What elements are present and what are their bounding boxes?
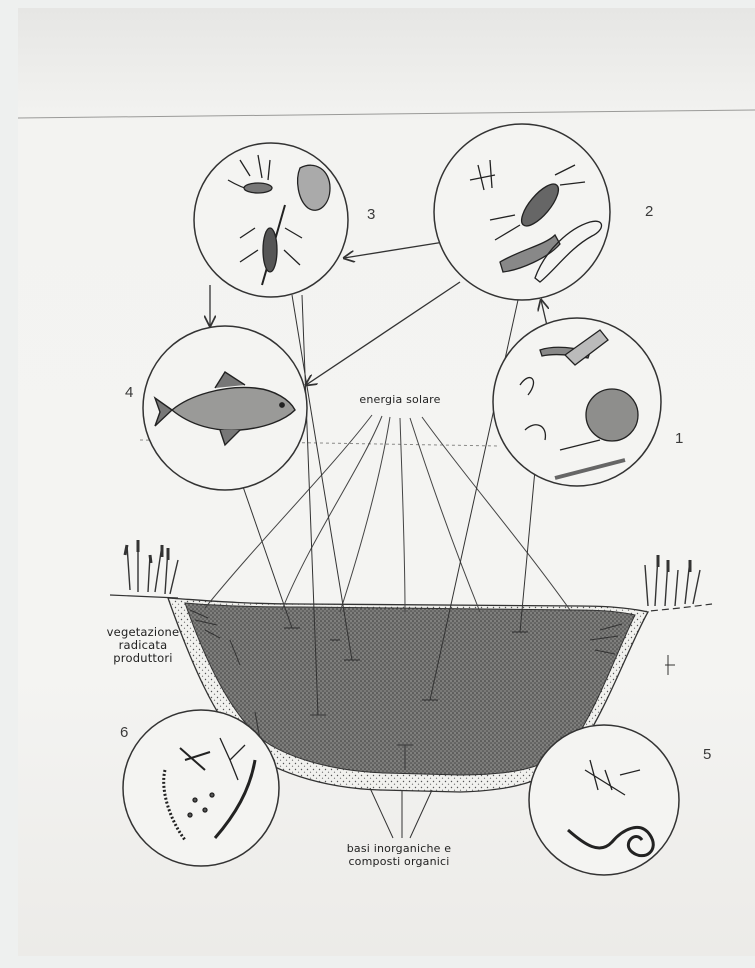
- circle-number-6: 6: [120, 724, 128, 741]
- sediment-label-line-1: basi inorganiche e: [334, 842, 464, 855]
- sediment-pointer-lines: [370, 788, 432, 838]
- vegetation-label-line-3: produttori: [98, 652, 188, 665]
- reed-icon: [125, 540, 700, 606]
- circle-number-5: 5: [703, 746, 711, 763]
- circle-number-3: 3: [367, 206, 375, 223]
- solar-energy-label: energia solare: [340, 393, 460, 406]
- circle-number-2: 2: [645, 203, 653, 220]
- circle-1-algae: [493, 318, 661, 486]
- circle-6-bacteria: [123, 710, 279, 866]
- arrow-2-to-4: [306, 282, 460, 385]
- circle-4-fish: [143, 326, 307, 490]
- vegetation-label: vegetazione radicata produttori: [98, 626, 188, 665]
- circle-2-invertebrates: [434, 124, 610, 300]
- sediment-label: basi inorganiche e composti organici: [334, 842, 464, 868]
- arrow-2-to-3: [344, 242, 444, 258]
- circle-5-worms: [529, 725, 679, 875]
- circle-number-4: 4: [125, 384, 133, 401]
- page-fold-line: [18, 110, 755, 118]
- sediment-label-line-2: composti organici: [334, 855, 464, 868]
- circle-3-insect-larvae: [194, 143, 348, 297]
- circle-number-1: 1: [675, 430, 683, 447]
